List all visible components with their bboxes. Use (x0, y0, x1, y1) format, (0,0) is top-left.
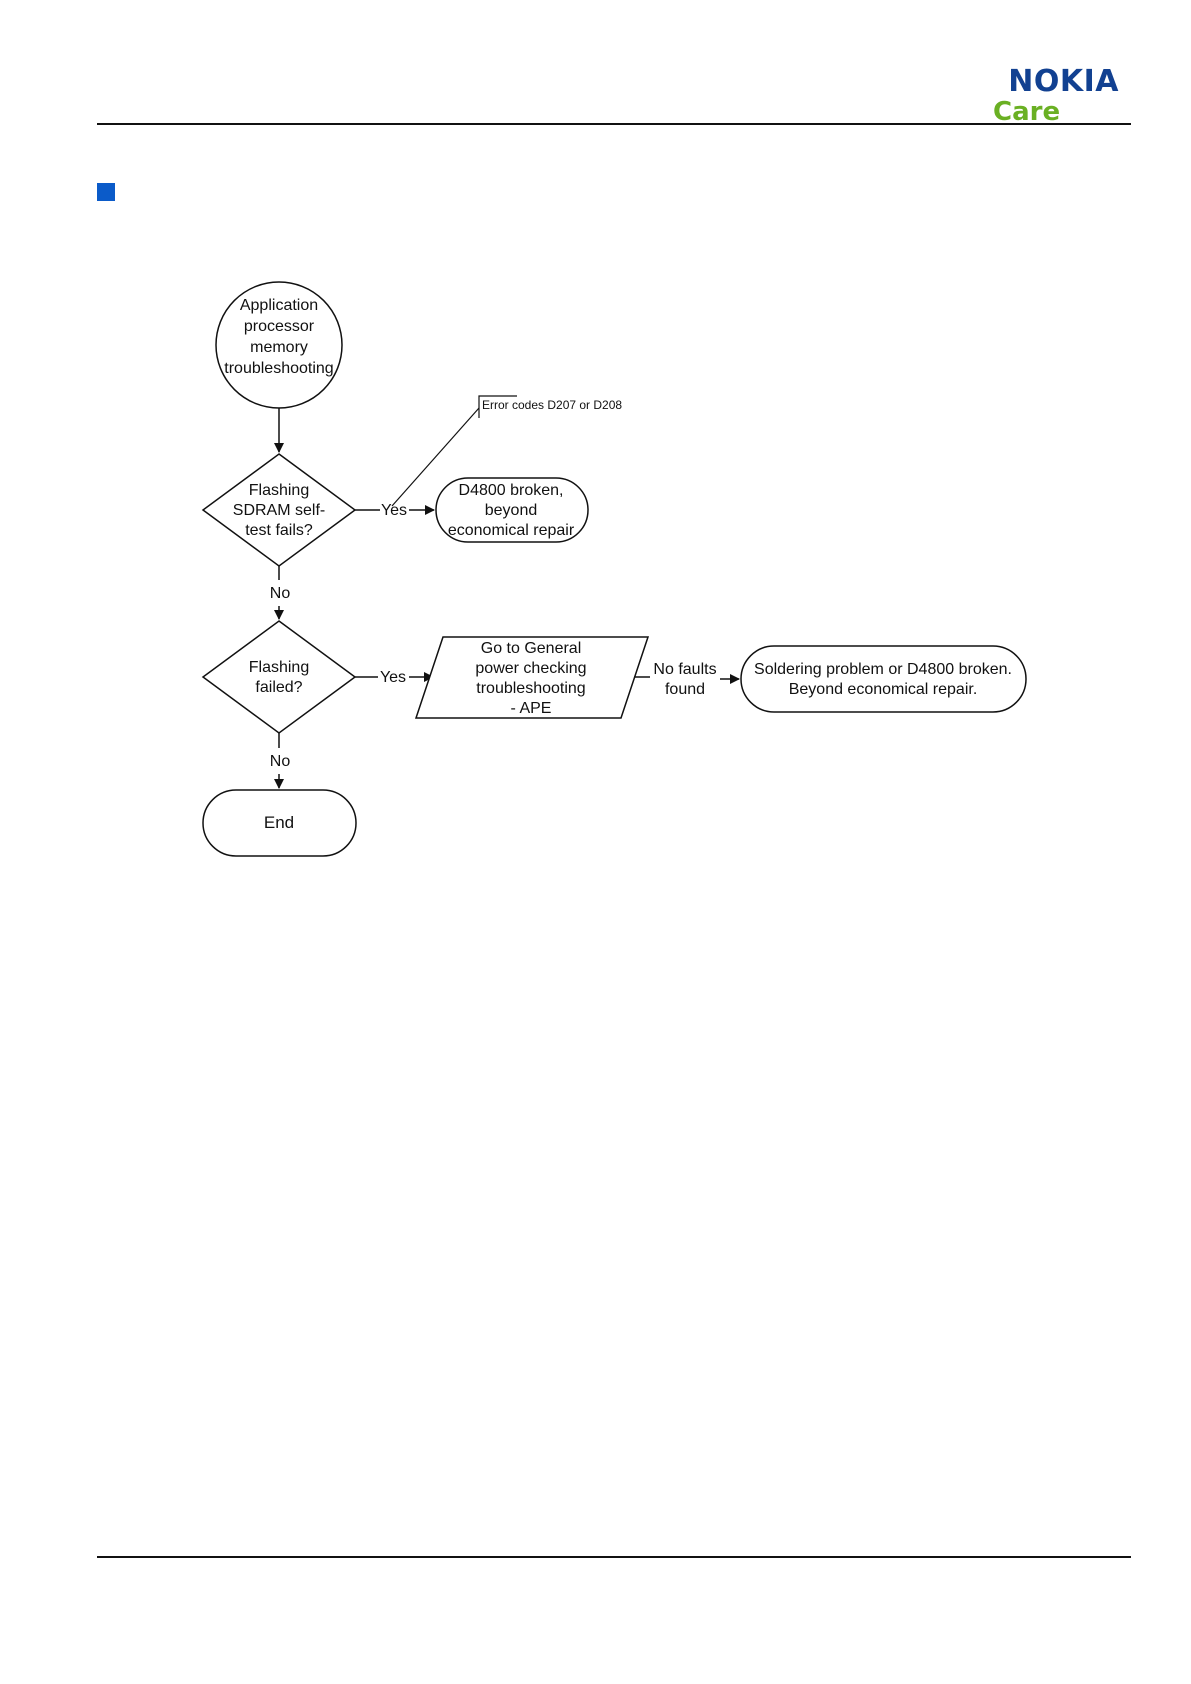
no-label-1: No (270, 585, 291, 602)
logo-sub: Care (993, 97, 1061, 127)
start-label-line: troubleshooting (224, 360, 333, 377)
goto-label-line: troubleshooting (476, 680, 585, 697)
no-faults-label-line: No faults (653, 661, 716, 678)
yes-label-2: Yes (380, 669, 406, 686)
annotation-text: Error codes D207 or D208 (482, 398, 622, 412)
end-label: End (264, 813, 294, 832)
terminal2-label-line: Soldering problem or D4800 broken. (754, 661, 1012, 678)
goto-label-line: Go to General (481, 640, 582, 657)
decision1-label-line: test fails? (245, 522, 313, 539)
header-rule (97, 123, 1131, 125)
decision-flashing-failed: Flashing failed? (201, 620, 357, 734)
no-label-2: No (270, 753, 291, 770)
start-node: Application processor memory troubleshoo… (215, 281, 343, 409)
error-code-annotation: Error codes D207 or D208 (391, 395, 622, 507)
terminal1-label-line: economical repair (448, 522, 575, 539)
decision1-label-line: Flashing (249, 482, 309, 499)
start-label-line: Application (240, 297, 318, 314)
no-faults-label-line: found (665, 681, 705, 698)
footer-rule (97, 1556, 1131, 1558)
goto-label-line: - APE (511, 700, 552, 717)
goto-label-line: power checking (475, 660, 586, 677)
start-label-line: memory (250, 339, 308, 356)
logo-brand: NOKIA (1008, 64, 1119, 99)
terminal1-label-line: D4800 broken, (459, 482, 564, 499)
decision2-label-line: failed? (255, 679, 302, 696)
terminal-end: End (202, 789, 357, 857)
decision2-label-line: Flashing (249, 659, 309, 676)
terminal1-label-line: beyond (485, 502, 538, 519)
terminal2-label-line: Beyond economical repair. (789, 681, 978, 698)
terminal-soldering-problem: Soldering problem or D4800 broken. Beyon… (740, 645, 1027, 713)
yes-label-1: Yes (381, 502, 407, 519)
io-goto-general-power: Go to General power checking troubleshoo… (414, 636, 650, 719)
terminal-d4800-broken: D4800 broken, beyond economical repair (435, 477, 589, 543)
section-bullet (97, 183, 115, 201)
decision1-label-line: SDRAM self- (233, 502, 325, 519)
decision-sdram-selftest: Flashing SDRAM self- test fails? (201, 453, 357, 567)
nokia-care-logo: NOKIA Care (989, 64, 1119, 127)
start-label-line: processor (244, 318, 315, 335)
